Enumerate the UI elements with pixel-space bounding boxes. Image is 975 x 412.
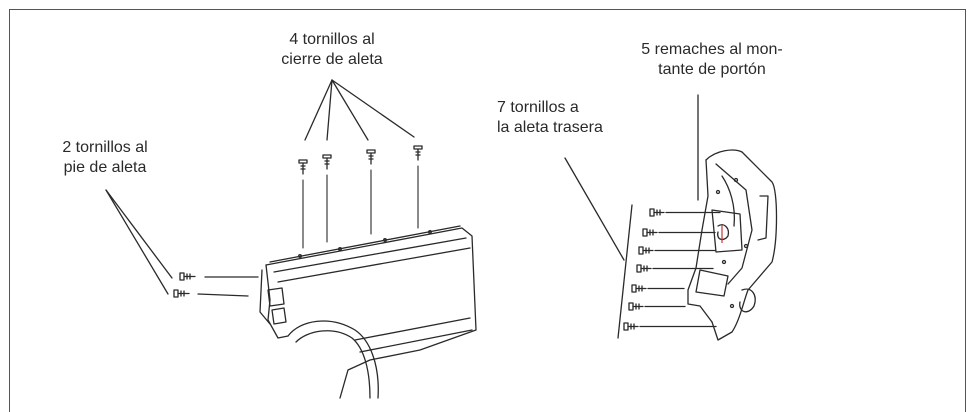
callout-top-screws: 4 tornillos al cierre de aleta bbox=[262, 30, 402, 70]
rear-fender-panel bbox=[259, 225, 477, 399]
callout-left-line-1: 2 tornillos al bbox=[62, 139, 148, 156]
callout-top-line-2: cierre de aleta bbox=[281, 51, 383, 68]
middle-leader-lines bbox=[564, 157, 633, 339]
callout-left-screws: 2 tornillos al pie de aleta bbox=[40, 138, 170, 178]
diagram-frame bbox=[9, 9, 966, 412]
callout-right-line-1: 5 remaches al mon- bbox=[641, 41, 783, 58]
tailgate-pillar bbox=[687, 149, 778, 341]
callout-left-line-2: pie de aleta bbox=[63, 159, 147, 176]
top-screw-icons bbox=[298, 145, 423, 175]
left-screw-icons bbox=[173, 272, 259, 298]
top-leader-lines bbox=[304, 79, 415, 141]
callout-right-rivets: 5 remaches al mon- tante de portón bbox=[612, 40, 812, 80]
top-guide-lines bbox=[302, 165, 419, 249]
left-leader-lines bbox=[105, 189, 173, 295]
callout-top-line-1: 4 tornillos al bbox=[289, 31, 375, 48]
callout-right-line-2: tante de portón bbox=[658, 61, 766, 78]
callout-middle-screws: 7 tornillos a la aleta trasera bbox=[497, 98, 603, 138]
callout-middle-line-1: 7 tornillos a bbox=[497, 99, 579, 116]
callout-middle-line-2: la aleta trasera bbox=[497, 119, 603, 136]
middle-screw-icons bbox=[623, 208, 721, 331]
